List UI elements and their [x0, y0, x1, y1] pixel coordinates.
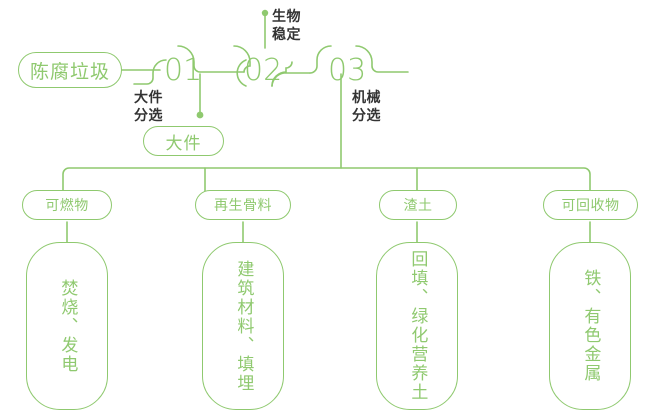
category-pill-2[interactable]: 再生骨料 [195, 190, 291, 220]
category-pill-4[interactable]: 可回收物 [543, 190, 638, 220]
step-number-02[interactable]: 02 [244, 53, 283, 88]
outcome-text-2: 建筑材料、填埋 [234, 259, 254, 393]
wire-distribution-bar [62, 167, 591, 197]
category-label-4: 可回收物 [561, 197, 620, 213]
category-pill-3[interactable]: 渣土 [379, 190, 457, 220]
category-label-3: 渣土 [403, 197, 433, 213]
dot-marker-step2 [261, 9, 269, 17]
category-pill-1[interactable]: 可燃物 [22, 190, 112, 220]
step-caption-01: 大件 分选 [134, 89, 163, 123]
side-output-pill-bulky[interactable]: 大件 [143, 126, 224, 156]
source-node-pill[interactable]: 陈腐垃圾 [18, 52, 122, 88]
step-caption-02: 生物 稳定 [272, 8, 301, 42]
outcome-box-3[interactable]: 回填、绿化营养土 [376, 242, 458, 410]
side-output-label: 大件 [165, 133, 202, 153]
category-label-1: 可燃物 [45, 197, 89, 213]
step-number-01[interactable]: 01 [164, 53, 203, 88]
step-number-03[interactable]: 03 [328, 53, 367, 88]
outcome-box-2[interactable]: 建筑材料、填埋 [202, 242, 284, 410]
step-caption-03: 机械 分选 [352, 89, 381, 123]
source-node-label: 陈腐垃圾 [29, 61, 110, 83]
outcome-text-1: 焚烧、发电 [58, 278, 78, 374]
outcome-box-4[interactable]: 铁、有色金属 [549, 242, 631, 410]
wire-step1-left-arc [133, 59, 167, 85]
outcome-text-3: 回填、绿化营养土 [408, 250, 428, 402]
outcome-box-1[interactable]: 焚烧、发电 [26, 242, 108, 410]
dot-marker-bulky [196, 111, 204, 119]
category-label-2: 再生骨料 [214, 197, 272, 213]
outcome-text-4: 铁、有色金属 [581, 269, 601, 383]
